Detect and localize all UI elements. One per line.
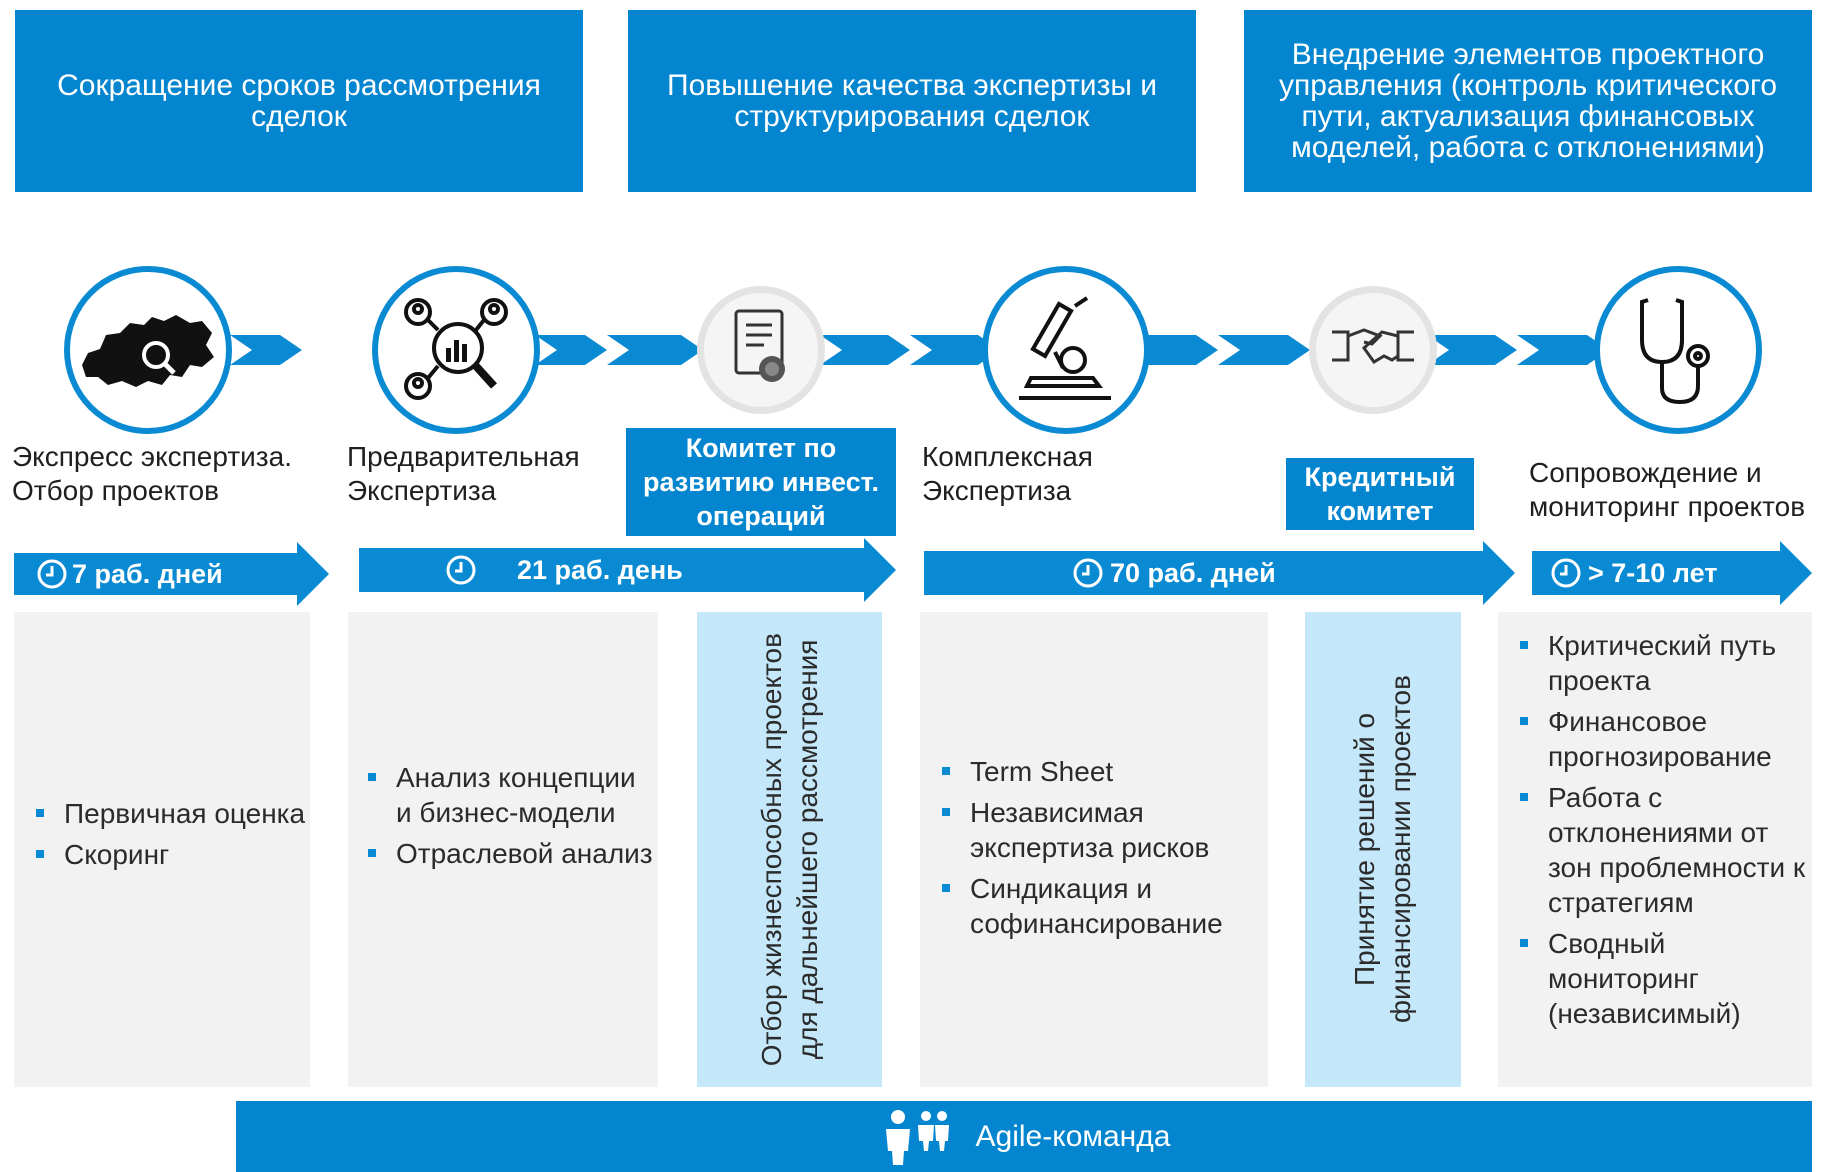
stage-label-preliminary: Предварительная Экспертиза [347,441,580,506]
panel-credit-decision: Принятие решений о финансировании проект… [1305,612,1461,1087]
timeline-arrow-4: > 7-10 лет [1532,540,1812,606]
support-list: Критический путь проекта Финансовое прог… [1518,628,1812,1031]
clock-icon [37,559,67,589]
stage-label-express: Экспресс экспертиза. Отбор проектов [12,441,292,506]
panel-support: Критический путь проекта Финансовое прог… [1498,612,1812,1087]
panel-preliminary: Анализ концепции и бизнес-модели Отрасле… [348,612,658,1087]
agile-team-label: Agile-команда [975,1119,1171,1153]
preliminary-list: Анализ концепции и бизнес-модели Отрасле… [366,760,658,871]
goal-box-project-management: Внедрение элементов проектного управлени… [1244,10,1812,192]
handshake-circle [1309,286,1437,414]
list-item: Независимая экспертиза рисков [940,795,1268,865]
list-item: Сводный мониторинг (независимый) [1518,926,1812,1031]
clock-icon [1073,558,1103,588]
certificate-icon [734,309,785,382]
process-chevron [1427,335,1517,365]
investment-selection-text: Отбор жизнеспособных проектов для дальне… [755,632,823,1067]
team-people-icon [885,1109,949,1165]
timeline-arrow-2: 21 раб. день [359,538,897,602]
clock-icon [446,555,476,585]
list-item: Работа с отклонениями от зон проблемност… [1518,780,1812,920]
team-analytics-icon [404,298,508,400]
team-analytics-circle [372,266,540,434]
goal-text-quality: Повышение качества экспертизы и структур… [667,69,1157,133]
comprehensive-list: Term Sheet Независимая экспертиза рисков… [940,754,1268,941]
process-chevron [607,335,703,365]
list-item: Синдикация и софинансирование [940,871,1268,941]
timeline-label-3: 70 раб. дней [1110,557,1276,588]
list-item: Критический путь проекта [1518,628,1812,698]
credit-decision-text: Принятие решений о финансировании проект… [1349,675,1416,1024]
list-item: Term Sheet [940,754,1268,789]
agile-team-bar: Agile-команда [236,1101,1812,1172]
process-chevron [230,335,302,365]
panel-investment-selection: Отбор жизнеспособных проектов для дальне… [697,612,882,1087]
timeline-label-2: 21 раб. день [517,554,683,585]
stage-label-comprehensive: Комплексная Экспертиза [922,441,1093,506]
panel-express: Первичная оценка Скоринг [14,612,310,1087]
process-chevron [820,335,910,365]
goal-box-quality: Повышение качества экспертизы и структур… [628,10,1196,192]
stethoscope-icon [1640,298,1710,405]
goal-text-project-management: Внедрение элементов проектного управлени… [1278,38,1778,164]
stethoscope-circle [1594,266,1762,434]
committee-investment: Комитет по развитию инвест. операций [626,428,896,536]
list-item: Отраслевой анализ [366,836,658,871]
handshake-icon [1332,328,1414,364]
list-item: Финансовое прогнозирование [1518,704,1812,774]
committee-credit: Кредитный комитет [1286,458,1474,530]
timeline-arrow-3: 70 раб. дней [924,540,1516,606]
list-item: Анализ концепции и бизнес-модели [366,760,658,830]
microscope-icon [1019,296,1111,400]
timeline-arrow-1: 7 раб. дней [14,541,329,607]
timeline-label-1: 7 раб. дней [72,558,223,589]
microscope-circle [982,266,1150,434]
list-item: Скоринг [34,837,310,872]
goal-text-speed: Сокращение сроков рассмотрения сделок [57,69,541,133]
timeline-label-4: > 7-10 лет [1588,557,1718,588]
panel-comprehensive: Term Sheet Независимая экспертиза рисков… [920,612,1268,1087]
russia-map-search-icon [82,315,214,387]
process-chevron [1218,335,1310,365]
express-list: Первичная оценка Скоринг [34,796,310,872]
russia-map-circle [64,266,232,434]
certificate-circle [697,286,825,414]
list-item: Первичная оценка [34,796,310,831]
stage-label-support: Сопровождение и мониторинг проектов [1529,457,1806,522]
goal-box-speed: Сокращение сроков рассмотрения сделок [15,10,583,192]
clock-icon [1551,558,1581,588]
process-chevron [535,335,607,365]
